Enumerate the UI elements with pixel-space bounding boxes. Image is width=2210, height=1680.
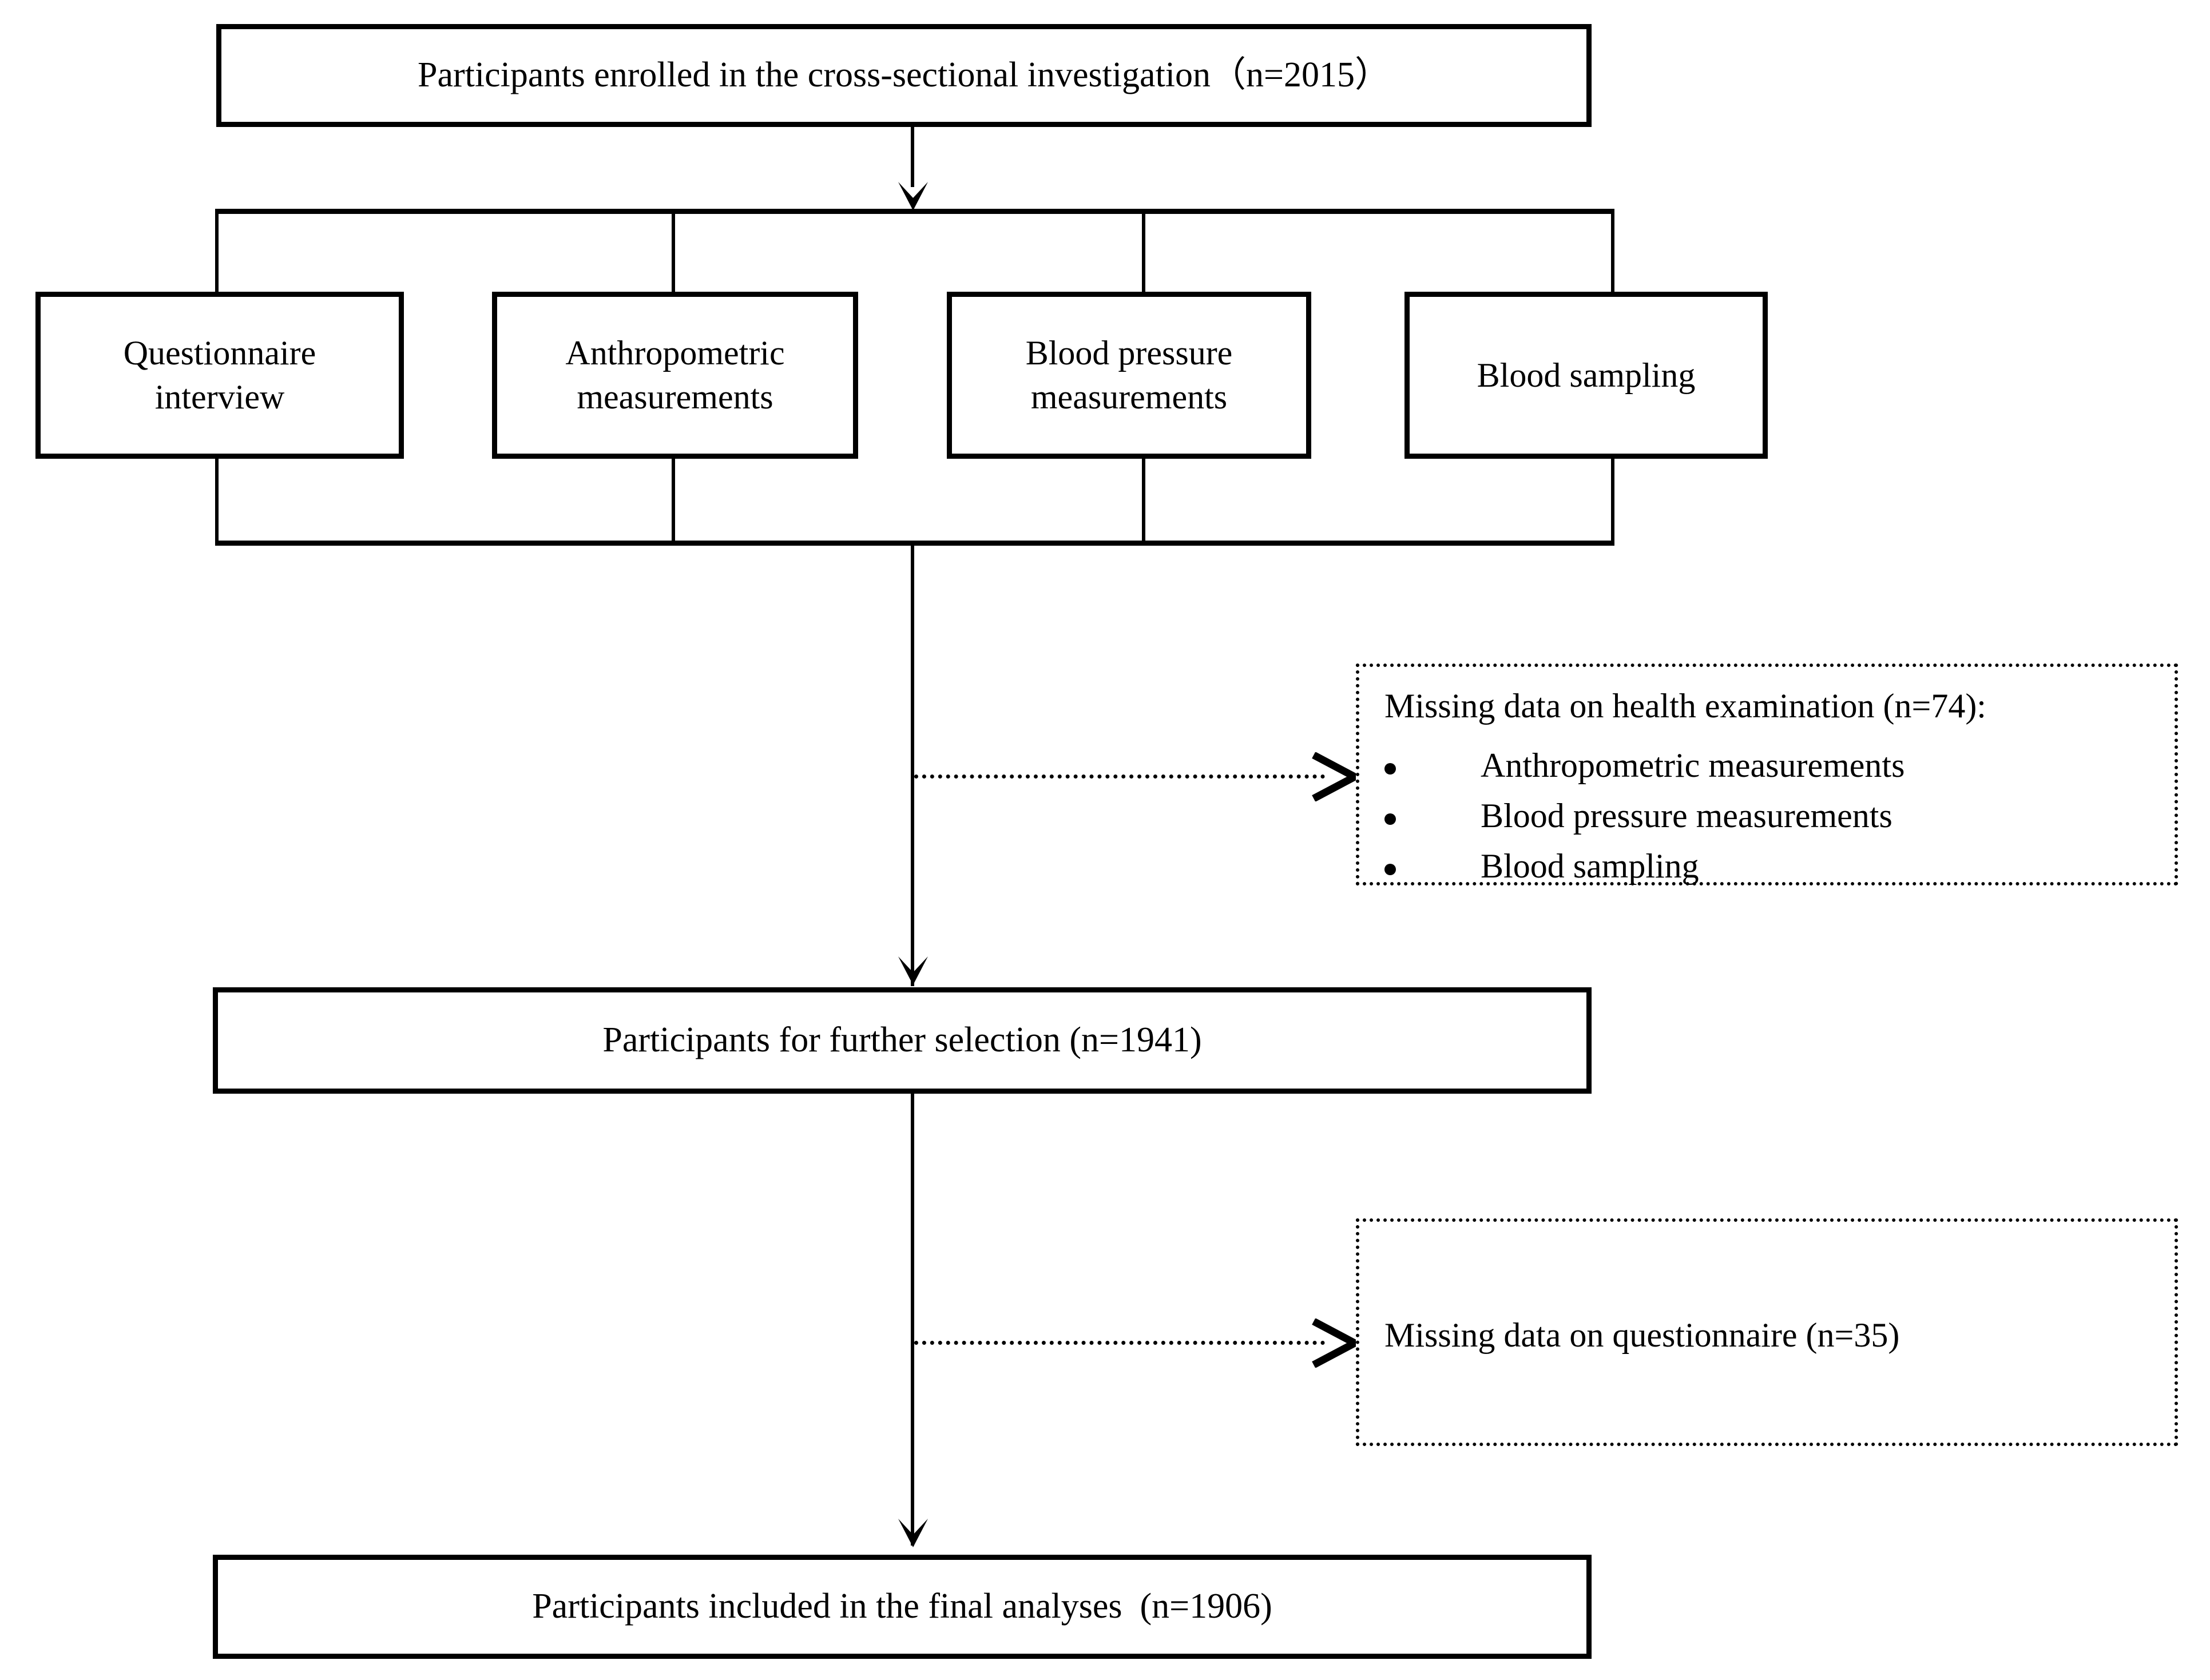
connector-enrolled-to-bus xyxy=(911,127,914,187)
connector-blood-pressure-to-merge xyxy=(1142,459,1145,543)
chevron-right-arrowhead-icon xyxy=(1310,1318,1362,1368)
node-questionnaire-interview-label: Questionnaire interview xyxy=(123,334,316,416)
node-participants-enrolled-label: Participants enrolled in the cross-secti… xyxy=(417,55,1390,95)
node-anthropometric-measurements-label: Anthropometric measurements xyxy=(565,334,785,416)
node-blood-pressure-measurements: Blood pressure measurements xyxy=(947,292,1311,459)
node-blood-sampling-label: Blood sampling xyxy=(1477,356,1696,394)
bullet-icon xyxy=(1384,864,1396,875)
connector-blood-sampling-to-merge xyxy=(1611,459,1614,543)
exclusion-questionnaire-title: Missing data on questionnaire (n=35) xyxy=(1384,1316,1900,1354)
exclusion-item-label: Blood pressure measurements xyxy=(1481,797,1892,835)
exclusion-item-label: Anthropometric measurements xyxy=(1481,746,1905,784)
chevron-right-arrowhead-icon xyxy=(1310,752,1362,801)
node-participants-enrolled: Participants enrolled in the cross-secti… xyxy=(216,24,1592,127)
bus-line-merge xyxy=(215,541,1614,546)
connector-merge-to-further-selection xyxy=(911,546,914,986)
node-questionnaire-interview: Questionnaire interview xyxy=(35,292,404,459)
connector-bus-to-blood-pressure xyxy=(1142,214,1145,293)
connector-bus-to-anthropometric xyxy=(672,214,675,293)
node-participants-final-analyses-label: Participants included in the final analy… xyxy=(532,1587,1272,1626)
node-participants-final-analyses: Participants included in the final analy… xyxy=(213,1555,1592,1659)
connector-bus-to-blood-sampling xyxy=(1611,214,1614,293)
connector-questionnaire-to-merge xyxy=(215,459,219,543)
exclusion-health-examination-title: Missing data on health examination (n=74… xyxy=(1384,687,1986,725)
node-participants-further-selection-label: Participants for further selection (n=19… xyxy=(602,1020,1202,1060)
node-blood-pressure-measurements-label: Blood pressure measurements xyxy=(1025,334,1233,416)
node-anthropometric-measurements: Anthropometric measurements xyxy=(492,292,858,459)
bus-line-top xyxy=(215,209,1614,214)
exclusion-box-health-examination: Missing data on health examination (n=74… xyxy=(1356,664,2178,885)
exclusion-item-label: Blood sampling xyxy=(1481,847,1699,885)
bullet-icon xyxy=(1384,763,1396,775)
dotted-connector-exclusion-questionnaire xyxy=(914,1341,1325,1345)
bullet-icon xyxy=(1384,813,1396,825)
dotted-connector-exclusion-health-exam xyxy=(914,775,1325,779)
connector-further-selection-to-final xyxy=(911,1094,914,1546)
node-blood-sampling: Blood sampling xyxy=(1404,292,1768,459)
exclusion-box-questionnaire: Missing data on questionnaire (n=35) xyxy=(1356,1218,2178,1446)
connector-bus-to-questionnaire xyxy=(215,214,219,293)
node-participants-further-selection: Participants for further selection (n=19… xyxy=(213,987,1592,1094)
connector-anthropometric-to-merge xyxy=(672,459,675,543)
